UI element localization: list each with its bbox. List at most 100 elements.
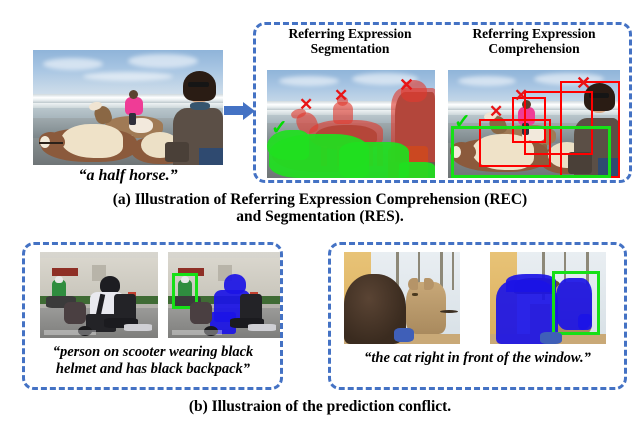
cat-ear (408, 278, 418, 290)
cat-source-image (344, 252, 460, 344)
tree-branch (440, 252, 443, 302)
panel-b-right-dashed-box (328, 242, 627, 390)
scooter-query-line1: “person on scooter wearing black (52, 344, 254, 360)
woman-scarf (190, 102, 210, 110)
scooter-seat (230, 318, 264, 328)
scooter-query-line2: helmet and has black backpack” (55, 360, 251, 377)
rec-prediction-box-green (172, 273, 198, 309)
tree-branch (586, 252, 589, 302)
heading-res-line2: Segmentation (310, 40, 390, 56)
cross-mark-icon: ✕ (576, 73, 592, 93)
check-mark-icon: ✓ (454, 111, 471, 133)
cross-mark-icon: ✕ (489, 102, 504, 121)
green-mask-horse-neck (267, 130, 309, 160)
shop-awning (52, 268, 78, 276)
pink-rider-leg (129, 113, 136, 125)
woman-bag (165, 142, 189, 162)
arrow-head-icon (243, 101, 255, 120)
rec-result-image: ✕ ✕ ✕ ✓ (448, 70, 620, 178)
prediction-box-red (479, 119, 551, 167)
heading-res-line1: Referring Expression (288, 26, 412, 41)
woman-jeans (199, 148, 223, 165)
heading-referring-expression-comprehension: Referring Expression Comprehension (444, 26, 624, 57)
green-mask-horse-rear (339, 142, 409, 178)
cross-mark-icon: ✕ (514, 86, 529, 105)
blue-glove (540, 332, 562, 344)
pink-rider-head (522, 100, 531, 109)
cat-prediction-image (490, 252, 606, 344)
cat-tail (440, 310, 458, 313)
cat-eye (412, 293, 418, 296)
panel-a-dashed-box (253, 22, 632, 183)
tree-branch (452, 252, 454, 290)
scooter-footboard (248, 324, 276, 331)
cloud (128, 54, 198, 68)
scooter-source-image (40, 252, 158, 338)
scooter-seat (104, 318, 138, 328)
surf-line (448, 101, 620, 110)
source-image-query-caption: “a half horse.” (78, 167, 178, 184)
cat-ear (424, 278, 434, 290)
foreground-horse-blaze (451, 146, 461, 158)
blue-glove (394, 328, 414, 342)
cat (406, 282, 446, 334)
shop-awning (178, 268, 204, 276)
main-rider-helmet (100, 276, 120, 294)
cloud (352, 73, 418, 85)
green-mask-horse-tail (399, 162, 435, 178)
woman-sunglasses (589, 93, 609, 98)
red-mask-woman-head (401, 80, 427, 102)
tree-branch (418, 252, 420, 294)
watermark (44, 330, 96, 335)
main-rider-backpack (240, 294, 262, 322)
background-scooter-helmet (181, 276, 189, 283)
background-scooter-rider (178, 280, 192, 298)
heading-rec-line2: Comprehension (488, 40, 580, 56)
cloud (458, 76, 516, 86)
foreground-horse-mane (61, 124, 123, 158)
scooter-prediction-image (168, 252, 280, 338)
check-mark-icon: ✓ (271, 117, 288, 139)
main-rider-backpack (114, 294, 136, 322)
blue-mask-cat-tail (578, 314, 592, 330)
cat-query-caption: “the cat right in front of the window.” (364, 350, 591, 366)
background-scooter-helmet (55, 276, 63, 283)
blue-mask-person-extension (506, 274, 556, 292)
panel-a-caption-line2: and Segmentation (RES). (236, 208, 404, 226)
panel-a-caption: (a) Illustration of Referring Expression… (20, 191, 620, 226)
watermark (172, 330, 222, 335)
cloud (43, 58, 103, 70)
arrow-shaft (224, 106, 244, 115)
woman-bag (568, 152, 592, 174)
building-window (92, 265, 106, 281)
scooter-front-panel (64, 302, 86, 324)
red-mask-rider-head (337, 96, 348, 106)
panel-b-left-dashed-box (22, 242, 283, 390)
heading-rec-line1: Referring Expression (472, 26, 596, 41)
res-result-image: ✕ ✕ ✕ ✓ (267, 70, 435, 178)
prediction-box-red (524, 91, 593, 155)
scooter-query-caption: “person on scooter wearing black helmet … (24, 344, 282, 377)
cross-mark-icon: ✕ (299, 95, 314, 114)
pink-rider-torso (125, 97, 143, 115)
heading-referring-expression-segmentation: Referring Expression Segmentation (262, 26, 438, 57)
scooter-wheel (78, 326, 92, 336)
tree-branch (396, 252, 399, 300)
prediction-box-red (512, 97, 546, 143)
panel-b-caption: (b) Illustraion of the prediction confli… (188, 398, 452, 415)
cloud (279, 76, 339, 86)
foreground-horse-bridle (39, 142, 63, 144)
pink-rider-head (129, 90, 138, 99)
foreground-horse-mane (472, 134, 534, 170)
background-scooter-rider (52, 280, 66, 298)
woman-sunglasses (188, 82, 209, 87)
red-mask-rider (333, 102, 353, 124)
cross-mark-icon: ✕ (399, 75, 415, 95)
cross-mark-icon: ✕ (334, 86, 349, 105)
scooter-footboard (124, 324, 152, 331)
rec-prediction-box-green (552, 271, 600, 335)
cloud (83, 72, 173, 81)
panel-a-caption-line1: (a) Illustration of Referring Expression… (112, 191, 528, 208)
scooter-front-panel (190, 302, 212, 324)
source-image-beach-horses (33, 50, 223, 165)
